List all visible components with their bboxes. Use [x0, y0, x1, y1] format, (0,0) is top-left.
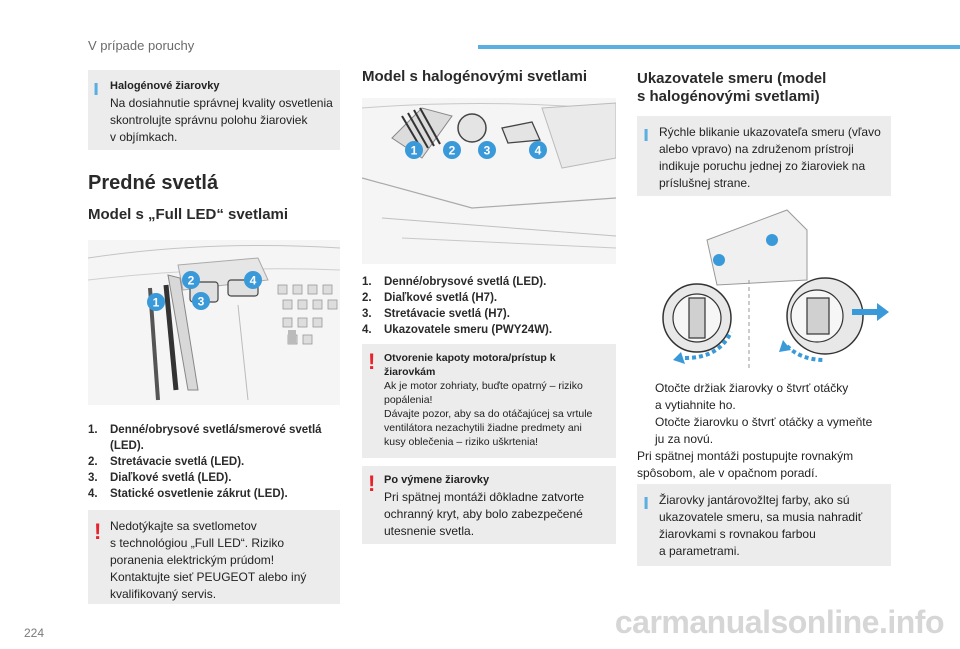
info-icon: ı — [93, 75, 100, 100]
list-item: 3.Stretávacie svetlá (H7). — [362, 308, 510, 320]
callout-2: 2 — [182, 271, 200, 289]
full-led-headlamp-illustration: 1 2 3 4 — [88, 240, 340, 405]
hood-access-warning: ! Otvorenie kapoty motora/prístup k žiar… — [362, 344, 616, 458]
reassembly-line: Pri spätnej montáži postupujte rovnakým — [637, 449, 854, 463]
callout-4: 4 — [244, 271, 262, 289]
callout-1: 1 — [147, 293, 165, 311]
list-item: 4.Statické osvetlenie zákrut (LED). — [88, 488, 288, 500]
list-item: 3.Diaľkové svetlá (LED). — [88, 472, 232, 484]
site-watermark: carmanualsonline.info — [614, 604, 945, 640]
info-icon: ı — [643, 489, 650, 514]
list-item: 2.Diaľkové svetlá (H7). — [362, 292, 498, 304]
page-number: 224 — [24, 626, 45, 640]
halogen-headlamp-illustration: 1 2 3 4 — [362, 98, 616, 264]
halogen-note-line: skontrolujte správnu polohu žiaroviek — [110, 113, 308, 127]
halogen-bulbs-note: ı Halogénové žiarovky Na dosiahnutie spr… — [88, 70, 340, 150]
callout-4-label: 4 — [250, 274, 257, 288]
bulb-replacement-warning: ! Po výmene žiarovky Pri spätnej montáži… — [362, 466, 616, 544]
callout-3-label: 3 — [198, 295, 205, 309]
halogen-note-line: v objímkach. — [110, 130, 178, 144]
callout-2: 2 — [443, 141, 461, 159]
callout-2-label: 2 — [449, 144, 456, 158]
list-item: 2.Stretávacie svetlá (LED). — [88, 456, 245, 468]
full-led-callouts: 1 2 3 4 — [147, 271, 262, 311]
list-item: 1.Denné/obrysové svetlá/smerové svetlá(L… — [88, 424, 322, 452]
callout-1-label: 1 — [153, 296, 160, 310]
header-accent-bar — [478, 45, 960, 49]
full-led-heading: Model s „Full LED“ svetlami — [88, 206, 289, 223]
callout-4-label: 4 — [535, 144, 542, 158]
indicators-heading: Ukazovatele smeru (model s halogénovými … — [637, 70, 827, 105]
callout-1: 1 — [405, 141, 423, 159]
step-bullet-icon — [637, 380, 655, 414]
halogen-note-title: Halogénové žiarovky — [110, 80, 220, 92]
full-led-list: 1.Denné/obrysové svetlá/smerové svetlá(L… — [88, 422, 340, 502]
holder-left — [662, 283, 733, 364]
callout-2-label: 2 — [188, 274, 195, 288]
holder-right — [779, 277, 889, 362]
chapter-title: V prípade poruchy — [88, 38, 195, 53]
step-bullet-icon — [637, 414, 655, 448]
front-lights-heading: Predné svetlá — [88, 172, 219, 194]
callout-3: 3 — [478, 141, 496, 159]
halogen-list: 1.Denné/obrysové svetlá (LED). 2.Diaľkov… — [362, 274, 616, 338]
amber-bulbs-info: ı Žiarovky jantárovožltej farby, ako sú … — [637, 484, 891, 566]
halogen-headlamp-drawing: 1 2 3 4 — [362, 98, 616, 264]
indicator-fault-info: ı Rýchle blikanie ukazovateľa smeru (vľa… — [637, 116, 891, 196]
full-led-headlamp-drawing — [88, 240, 340, 405]
reassembly-line: spôsobom, ale v opačnom poradí. — [637, 466, 818, 480]
callout-3: 3 — [192, 292, 210, 310]
indicator-bulb-holder-illustration — [637, 200, 891, 372]
callout-1-label: 1 — [411, 144, 418, 158]
full-led-warning: ! Nedotýkajte sa svetlometov s technológ… — [88, 510, 340, 604]
halogen-note-line: Na dosiahnutie správnej kvality osvetlen… — [110, 96, 333, 110]
list-item: 1.Denné/obrysové svetlá (LED). — [362, 276, 547, 288]
marker-dot — [713, 254, 725, 266]
info-icon: ı — [643, 121, 650, 146]
list-item: 4.Ukazovatele smeru (PWY24W). — [362, 324, 553, 336]
step-item: Otočte žiarovku o štvrť otáčky a vymeňte… — [637, 414, 891, 448]
warning-icon: ! — [368, 471, 376, 496]
callout-3-label: 3 — [484, 144, 491, 158]
warning-icon: ! — [94, 519, 102, 544]
bulb-holder-drawing — [662, 209, 889, 370]
marker-dot — [766, 234, 778, 246]
callout-4: 4 — [529, 141, 547, 159]
halogen-model-heading: Model s halogénovými svetlami — [362, 68, 588, 85]
warning-icon: ! — [368, 349, 376, 374]
